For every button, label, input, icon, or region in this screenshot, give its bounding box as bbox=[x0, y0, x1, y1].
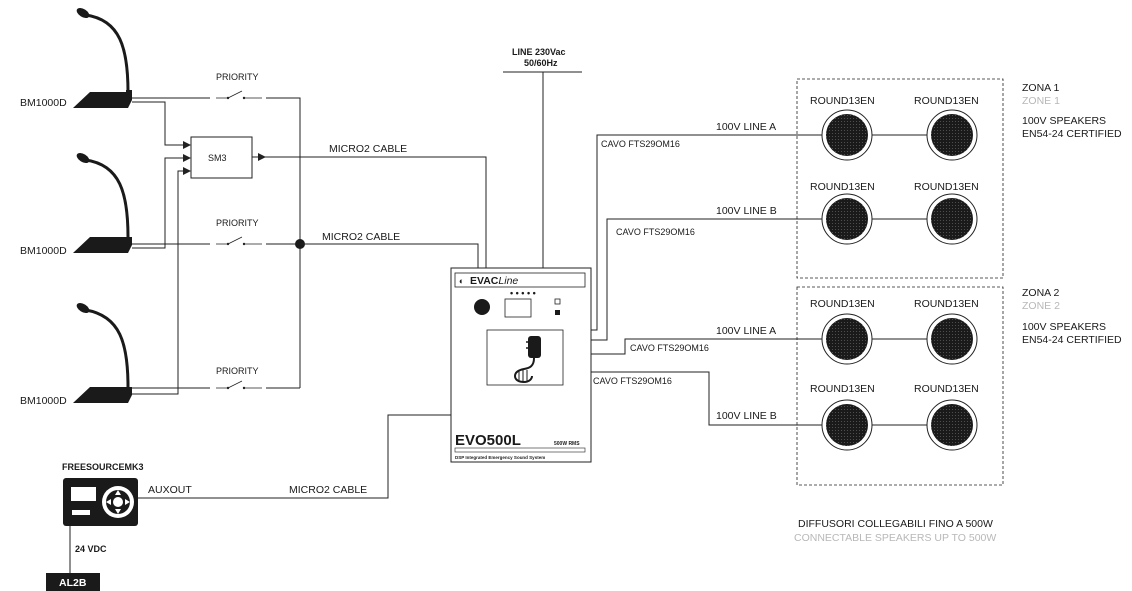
zone-1-it: ZONA 1 bbox=[1022, 82, 1060, 94]
zone-2-it: ZONA 2 bbox=[1022, 287, 1060, 299]
freesource-nav-icon bbox=[102, 486, 134, 518]
freesource-slot bbox=[72, 510, 90, 515]
mic-station-1-label: BM1000D bbox=[20, 97, 67, 109]
line-2-label: 100V LINE B bbox=[716, 205, 777, 217]
priority-switch-3: PRIORITY bbox=[210, 366, 266, 394]
evo-model-label: EVO500L bbox=[455, 432, 521, 449]
zone-2-spec-2: EN54-24 CERTIFIED bbox=[1022, 334, 1122, 346]
freesource-unit: FREESOURCEMK3 AUXOUT MICRO2 CABLE 24 VDC bbox=[62, 414, 451, 573]
zone-1-spec-1: 100V SPEAKERS bbox=[1022, 115, 1106, 127]
line-4-cable-label: CAVO FTS29OM16 bbox=[593, 376, 672, 386]
priority-switch-2: PRIORITY bbox=[210, 218, 266, 250]
priority-switch-2-label: PRIORITY bbox=[216, 218, 259, 228]
evo-button-2 bbox=[555, 310, 560, 315]
evo-volume-knob bbox=[474, 299, 490, 315]
speaker-z1-b-1: ROUND13EN bbox=[810, 181, 875, 245]
speaker-z2-a-1: ROUND13EN bbox=[810, 298, 875, 365]
freesource-label: FREESOURCEMK3 bbox=[62, 462, 144, 472]
micro2-cable-top-label: MICRO2 CABLE bbox=[329, 143, 407, 155]
line-3-label: 100V LINE A bbox=[716, 325, 776, 337]
speaker-z1-b-2-label: ROUND13EN bbox=[914, 181, 979, 193]
speaker-z2-a-1-label: ROUND13EN bbox=[810, 298, 875, 310]
evo-display bbox=[504, 298, 532, 318]
speaker-z2-b-1-label: ROUND13EN bbox=[810, 383, 875, 395]
zone-2-en: ZONE 2 bbox=[1022, 300, 1060, 312]
evac-logo-icon: ◐ bbox=[459, 276, 464, 286]
speaker-z1-b-2: ROUND13EN bbox=[914, 181, 979, 245]
evo-power-rating: 500W RMS bbox=[554, 441, 580, 447]
evo-subtitle: DSP Integrated Emergency Sound System bbox=[455, 455, 545, 460]
line-3-cable-label: CAVO FTS29OM16 bbox=[630, 343, 709, 353]
sm3-label: SM3 bbox=[208, 153, 227, 163]
priority-switch-3-label: PRIORITY bbox=[216, 366, 259, 376]
line-wiring bbox=[590, 134, 935, 426]
micro2-cable-middle-label: MICRO2 CABLE bbox=[322, 231, 400, 243]
freesource-aux-label: AUXOUT bbox=[148, 484, 192, 496]
line-1-label: 100V LINE A bbox=[716, 121, 776, 133]
zone-1-en: ZONE 1 bbox=[1022, 95, 1060, 107]
sm3-module: SM3 bbox=[190, 136, 266, 179]
speaker-z2-a-2-label: ROUND13EN bbox=[914, 298, 979, 310]
mic-station-3: BM1000D bbox=[20, 302, 132, 407]
mic-station-3-label: BM1000D bbox=[20, 395, 67, 407]
speaker-z2-a-2: ROUND13EN bbox=[914, 298, 979, 365]
zone-1-labels: ZONA 1 ZONE 1 100V SPEAKERS EN54-24 CERT… bbox=[1022, 82, 1122, 140]
zone-2-spec-1: 100V SPEAKERS bbox=[1022, 321, 1106, 333]
power-line-voltage: LINE 230Vac bbox=[512, 47, 566, 57]
freesource-display bbox=[71, 487, 96, 501]
evo500l-unit: ◐ EVACLine • • • • • EVO500L 500W RMS DS… bbox=[450, 267, 592, 463]
line-4-label: 100V LINE B bbox=[716, 410, 777, 422]
al2b-psu: AL2B bbox=[46, 573, 100, 591]
zone-2-labels: ZONA 2 ZONE 2 100V SPEAKERS EN54-24 CERT… bbox=[1022, 287, 1122, 346]
evo-button-1 bbox=[554, 298, 561, 305]
speaker-z1-a-1: ROUND13EN bbox=[810, 95, 875, 161]
line-2-cable-label: CAVO FTS29OM16 bbox=[616, 227, 695, 237]
speaker-z2-b-2: ROUND13EN bbox=[914, 383, 979, 451]
power-supply-line: LINE 230Vac 50/60Hz bbox=[503, 47, 582, 268]
mic-station-2-label: BM1000D bbox=[20, 245, 67, 257]
handheld-mic-icon bbox=[513, 336, 541, 384]
freesource-voltage-label: 24 VDC bbox=[75, 544, 107, 554]
evo-indicator: • • • • • bbox=[510, 288, 536, 298]
speaker-z1-a-1-label: ROUND13EN bbox=[810, 95, 875, 107]
micro2-cable-bottom-label: MICRO2 CABLE bbox=[289, 484, 367, 496]
zone-2-box bbox=[796, 286, 1004, 486]
power-line-frequency: 50/60Hz bbox=[524, 58, 558, 68]
al2b-label: AL2B bbox=[59, 577, 87, 589]
speaker-z1-a-2-label: ROUND13EN bbox=[914, 95, 979, 107]
mic-station-2: BM1000D bbox=[20, 152, 132, 257]
priority-switch-1-label: PRIORITY bbox=[216, 72, 259, 82]
mic-wiring bbox=[132, 97, 487, 395]
speaker-z2-b-2-label: ROUND13EN bbox=[914, 383, 979, 395]
zone-1-spec-2: EN54-24 CERTIFIED bbox=[1022, 128, 1122, 140]
priority-switch-1: PRIORITY bbox=[210, 72, 266, 104]
svg-text:EVACLine: EVACLine bbox=[470, 275, 518, 287]
line-1-cable-label: CAVO FTS29OM16 bbox=[601, 139, 680, 149]
evo-mic-compartment bbox=[486, 329, 564, 386]
speaker-z1-a-2: ROUND13EN bbox=[914, 95, 979, 161]
mic-station-1: BM1000D bbox=[20, 7, 132, 109]
evac-brand-prefix: EVAC bbox=[470, 275, 499, 287]
footer-it: DIFFUSORI COLLEGABILI FINO A 500W bbox=[798, 518, 993, 530]
zone-1-box bbox=[796, 78, 1004, 279]
speaker-z1-b-1-label: ROUND13EN bbox=[810, 181, 875, 193]
footer-en: CONNECTABLE SPEAKERS UP TO 500W bbox=[794, 532, 996, 544]
speaker-z2-b-1: ROUND13EN bbox=[810, 383, 875, 451]
evac-brand-suffix: Line bbox=[498, 275, 518, 287]
